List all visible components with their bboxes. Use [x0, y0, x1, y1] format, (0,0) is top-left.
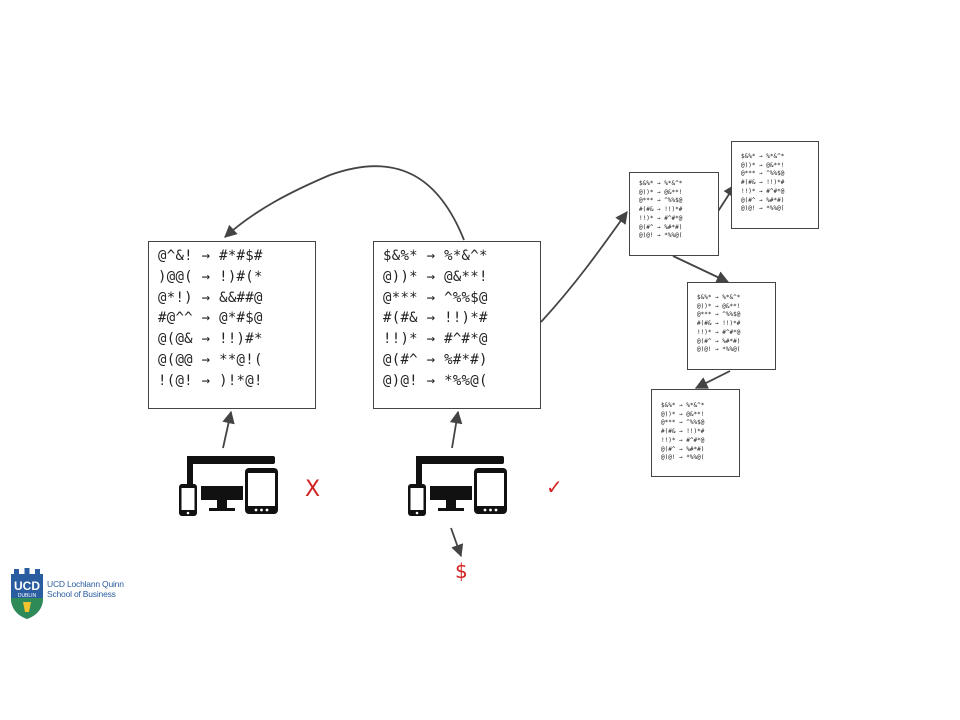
mapping-row: @)@! → *%%@( — [661, 454, 705, 462]
mapping-row: @)@! → *%%@( — [639, 232, 683, 240]
arrow-device1-to-left — [222, 410, 235, 449]
mapping-box-copy-4: $&%* → %*&^* @))* → @&**! @*** → ^%%$@ #… — [651, 389, 740, 477]
mapping-row: @*** → ^%%$@ — [741, 170, 785, 178]
mapping-row: @))* → @&**! — [741, 161, 785, 169]
mapping-row: @)@! → *%%@( — [697, 346, 741, 354]
mapping-row: @(#^ → %#*#) — [697, 337, 741, 345]
mapping-row: @))* → @&**! — [661, 410, 705, 418]
school-name-line2: School of Business — [47, 589, 116, 599]
mapping-box-left: @^&! → #*#$# )@@( → !)#(* @*!) → &&##@ #… — [148, 241, 316, 409]
arrow-mid-to-left — [224, 165, 465, 241]
mapping-row: $&%* → %*&^* — [697, 294, 741, 301]
mapping-row: #(#& → !!)*# — [383, 310, 488, 327]
mapping-row: !!)* → #^#*@ — [741, 187, 785, 195]
crest-subtitle: DUBLIN — [18, 593, 37, 599]
mapping-row: @)@! → *%%@( — [383, 372, 488, 389]
devices-icon — [179, 456, 278, 516]
mapping-row: @*** → ^%%$@ — [661, 419, 705, 427]
mapping-box-copy-3: $&%* → %*&^* @))* → @&**! @*** → ^%%$@ #… — [687, 282, 776, 370]
mapping-row: )@@( → !)#(* — [158, 268, 263, 285]
mapping-row: @(#^ → %#*#) — [741, 196, 785, 204]
ucd-crest-logo: UCD DUBLIN — [11, 568, 43, 619]
school-name-line1: UCD Lochlann Quinn — [47, 579, 124, 589]
mapping-row: @(#^ → %#*#) — [661, 445, 705, 453]
mapping-row: $&%* → %*&^* — [661, 402, 705, 409]
mapping-row: @(@@ → **@!( — [158, 351, 263, 368]
mapping-row: @)@! → *%%@( — [741, 205, 785, 213]
mapping-row: @*!) → &&##@ — [158, 289, 263, 306]
mapping-row: @(@& → !!)#* — [158, 331, 263, 348]
crest-letters: UCD — [14, 579, 40, 593]
mapping-row: #(#& → !!)*# — [661, 428, 705, 436]
arrow-device2-to-mid — [449, 410, 463, 449]
mapping-row: !!)* → #^#*@ — [639, 214, 683, 222]
mapping-row: $&%* → %*&^* — [741, 153, 785, 160]
mapping-row: @*** → ^%%$@ — [639, 197, 683, 205]
mapping-box-copy-1: $&%* → %*&^* @))* → @&**! @*** → ^%%$@ #… — [629, 172, 719, 256]
mapping-row: @*** → ^%%$@ — [697, 311, 741, 319]
arrow-mid-to-small1 — [540, 210, 628, 323]
mapping-row: #(#& → !!)*# — [639, 206, 683, 214]
mapping-row: $&%* → %*&^* — [639, 180, 683, 187]
payment-dollar-sign: $ — [455, 559, 468, 583]
mapping-box-middle: $&%* → %*&^* @))* → @&**! @*** → ^%%$@ #… — [373, 241, 541, 409]
mapping-row: @*** → ^%%$@ — [383, 289, 488, 306]
mapping-box-copy-2: $&%* → %*&^* @))* → @&**! @*** → ^%%$@ #… — [731, 141, 819, 229]
mapping-row: !!)* → #^#*@ — [697, 328, 741, 336]
arrow-small1-to-small3 — [672, 255, 730, 283]
mapping-row: !(@! → )!*@! — [158, 372, 263, 389]
mapping-row: #@^^ → @*#$@ — [158, 310, 263, 327]
reject-mark: X — [305, 477, 321, 502]
devices-icon — [408, 456, 507, 516]
mapping-row: !!)* → #^#*@ — [661, 436, 705, 444]
mapping-row: @^&! → #*#$# — [158, 248, 263, 264]
mapping-row: !!)* → #^#*@ — [383, 331, 488, 348]
mapping-row: @))* → @&**! — [639, 188, 683, 196]
mapping-row: $&%* → %*&^* — [383, 248, 488, 264]
mapping-row: @(#^ → %#*#) — [639, 223, 683, 231]
mapping-row: #(#& → !!)*# — [697, 320, 741, 328]
arrow-device2-to-dollar — [450, 527, 464, 558]
school-name: UCD Lochlann Quinn School of Business — [47, 579, 124, 599]
accept-checkmark: ✓ — [546, 475, 563, 499]
mapping-row: @(#^ → %#*#) — [383, 351, 488, 368]
mapping-row: @))* → @&**! — [697, 302, 741, 310]
arrow-small3-to-small4 — [694, 370, 731, 389]
mapping-row: #(#& → !!)*# — [741, 179, 785, 187]
mapping-row: @))* → @&**! — [383, 268, 488, 285]
